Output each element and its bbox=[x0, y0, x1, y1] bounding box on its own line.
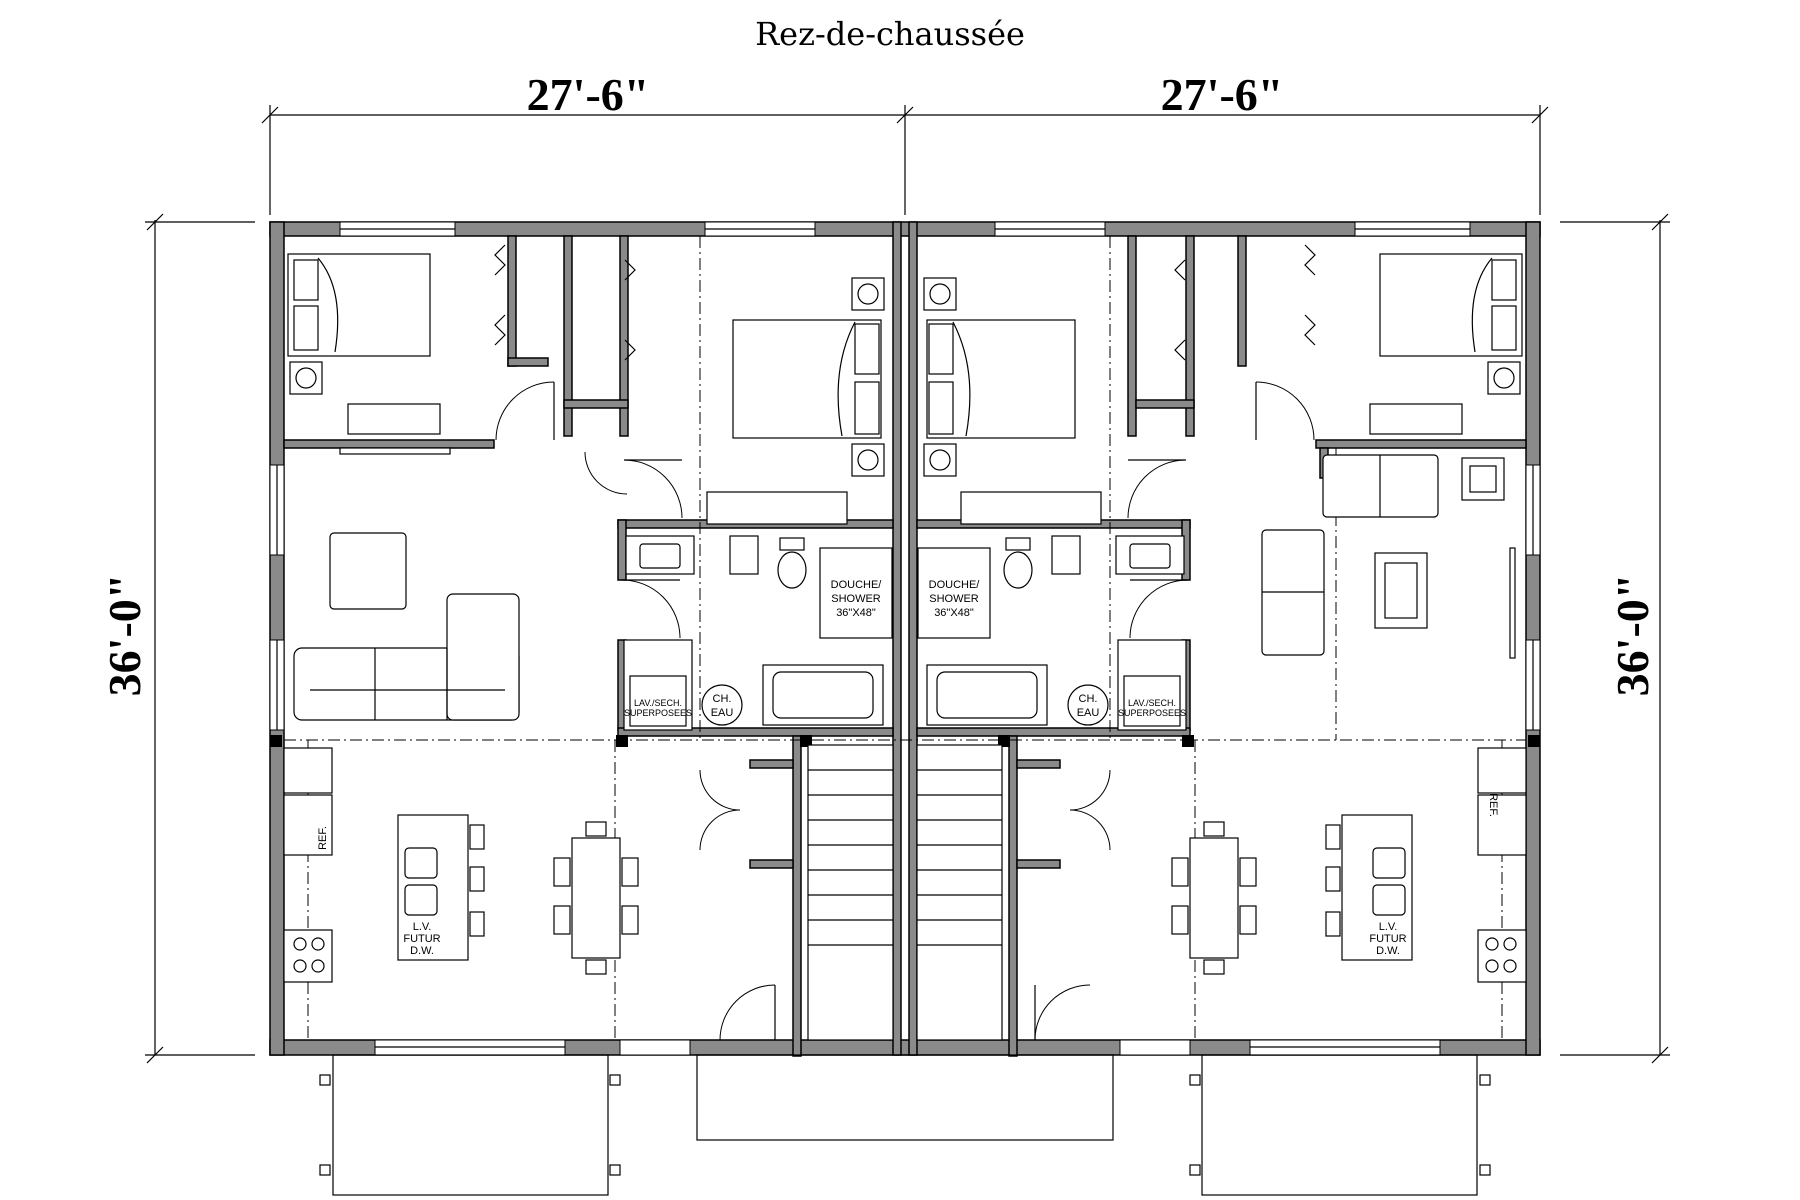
dishwasher-label-right-3: D.W. bbox=[1376, 945, 1400, 957]
fridge-label-left: REF. bbox=[317, 826, 329, 850]
washer-label-left-1: LAV./SECH. bbox=[634, 698, 682, 708]
shower-label-right-1: DOUCHE/ bbox=[929, 579, 981, 591]
water-heater-label-right-1: CH. bbox=[1079, 693, 1098, 705]
washer-label-left-2: SUPERPOSEES bbox=[624, 708, 692, 718]
bed-master-left bbox=[706, 277, 885, 525]
door-swings bbox=[495, 381, 1315, 1041]
kitchen-left bbox=[283, 747, 639, 983]
shower-size-left: 36"X48" bbox=[836, 607, 876, 619]
bed-right-room bbox=[1369, 253, 1523, 435]
kitchen-right bbox=[1171, 747, 1527, 983]
bed-left-room bbox=[287, 253, 451, 455]
dimension-side-left: 36'-0" bbox=[99, 574, 150, 697]
dishwasher-label-left-3: D.W. bbox=[410, 945, 434, 957]
shower-label-left-1: DOUCHE/ bbox=[831, 579, 883, 591]
water-heater-label-left-1: CH. bbox=[713, 693, 732, 705]
bathroom-right bbox=[917, 535, 1185, 726]
windows bbox=[269, 221, 1541, 1056]
living-room-left bbox=[293, 532, 520, 721]
laundry-right bbox=[1067, 639, 1187, 731]
bed-master-right bbox=[923, 277, 1102, 525]
exterior-decks bbox=[319, 1054, 1491, 1196]
washer-label-right-2: SUPERPOSEES bbox=[1118, 708, 1186, 718]
dishwasher-label-right-2: FUTUR bbox=[1369, 933, 1406, 945]
staircases bbox=[807, 744, 1003, 1041]
dishwasher-label-left-2: FUTUR bbox=[403, 933, 440, 945]
closet-doors bbox=[494, 244, 1316, 361]
top-dimension-lines bbox=[261, 105, 1549, 215]
shower-label-right-2: SHOWER bbox=[929, 593, 979, 605]
dishwasher-label-right-1: L.V. bbox=[1379, 921, 1398, 933]
laundry-left bbox=[623, 639, 743, 731]
water-heater-label-right-2: EAU bbox=[1077, 707, 1100, 719]
washer-label-right-1: LAV./SECH. bbox=[1128, 698, 1176, 708]
shower-size-right: 36"X48" bbox=[934, 607, 974, 619]
living-room-right bbox=[1261, 454, 1516, 659]
bathroom-left bbox=[625, 535, 893, 726]
shower-label-left-2: SHOWER bbox=[831, 593, 881, 605]
fridge-label-right: REF. bbox=[1487, 793, 1499, 817]
dimension-top-right: 27'-6" bbox=[1161, 69, 1284, 120]
dimension-side-right: 36'-0" bbox=[1607, 574, 1658, 697]
dishwasher-label-left-1: L.V. bbox=[413, 921, 432, 933]
side-dimension-lines bbox=[145, 213, 1670, 1064]
plan-title: Rez-de-chaussée bbox=[755, 15, 1025, 53]
water-heater-label-left-2: EAU bbox=[711, 707, 734, 719]
dimension-top-left: 27'-6" bbox=[527, 69, 650, 120]
